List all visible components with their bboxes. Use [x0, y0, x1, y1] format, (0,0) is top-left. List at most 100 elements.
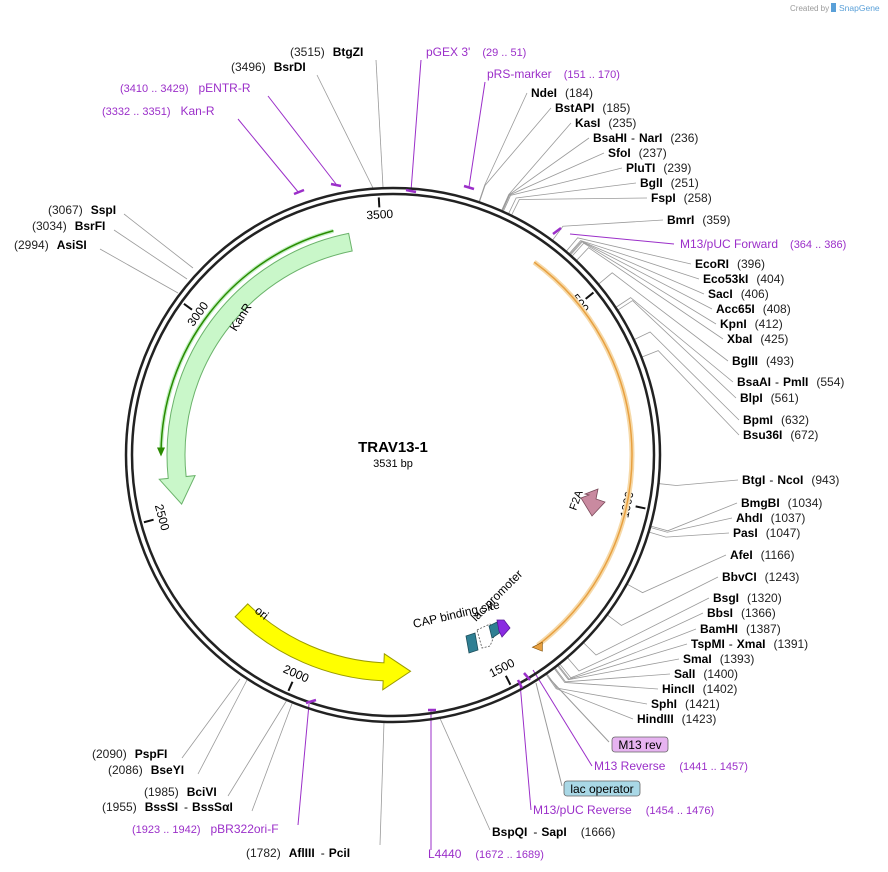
primer-range: (1454 .. 1476) — [646, 805, 715, 817]
enzyme-name: FspI — [651, 191, 676, 205]
lac-promoter-label: lac promoter — [468, 567, 525, 624]
enzyme-name: BsrFI — [75, 219, 106, 233]
enzyme-label: BlpI(561) — [740, 391, 799, 405]
tick-mark — [585, 291, 595, 300]
enzyme-position: (554) — [816, 375, 844, 389]
primer-name: M13 Reverse — [594, 759, 666, 773]
enzyme-label-left: (2090) PspFI — [92, 747, 167, 761]
enzyme-label: BbvCI(1243) — [722, 570, 799, 584]
tick-label: 1500 — [487, 656, 517, 681]
credit-brand: SnapGene — [839, 3, 880, 13]
enzyme-label: BglII(493) — [732, 354, 794, 368]
connector-line — [566, 237, 692, 265]
connector-line — [567, 612, 704, 672]
enzyme-position: (412) — [755, 317, 783, 331]
connector-line — [502, 152, 605, 211]
enzyme-name: BmrI — [667, 213, 694, 227]
enzyme-label-left: (2994)AsiSI — [14, 238, 87, 252]
enzyme-label-left: (1782)AflIII-PciI — [246, 846, 350, 860]
enzyme-position: (3515) — [290, 45, 325, 59]
enzyme-label: BamHI(1387) — [700, 622, 781, 636]
connector-line — [503, 167, 623, 212]
enzyme-position: (3034) — [32, 219, 67, 233]
enzyme-position: (2090) — [92, 747, 127, 761]
enzyme-label: HindIII(1423) — [637, 712, 716, 726]
primer-range: (29 .. 51) — [482, 47, 526, 59]
kanr-feature-arrow — [158, 232, 353, 505]
primer-label: M13 Reverse(1441 .. 1457) — [594, 759, 748, 773]
enzyme-position: (632) — [781, 413, 809, 427]
connector-line — [554, 668, 659, 690]
orf-arc — [533, 261, 633, 646]
enzyme-position: (3496) — [231, 60, 266, 74]
connector-line — [316, 74, 374, 189]
enzyme-position: (404) — [756, 272, 784, 286]
connector-line — [410, 59, 422, 192]
connector-line — [267, 95, 337, 185]
connector-line — [468, 81, 486, 188]
primer-range: (1923 .. 1942) — [132, 824, 201, 836]
primer-label: (3410 .. 3429) pENTR-R — [120, 81, 251, 95]
enzyme-label: KasI(235) — [575, 116, 636, 130]
enzyme-name: BsaAI — [737, 375, 771, 389]
enzyme-label: BtgI-NcoI(943) — [742, 473, 839, 487]
connector-line — [181, 678, 241, 759]
primer-site-mark — [293, 188, 305, 196]
credit-prefix: Created by — [790, 4, 829, 13]
enzyme-labels-right: NdeI(184)BstAPI(185)KasI(235)BsaHI-NarI(… — [492, 86, 844, 839]
enzyme-label: SfoI(237) — [608, 146, 667, 160]
primer-site-marks — [293, 182, 562, 712]
connector-line — [375, 59, 384, 188]
enzyme-name: BmgBI — [741, 496, 780, 510]
connector-line — [650, 517, 733, 533]
enzyme-label: Acc65I(408) — [716, 302, 791, 316]
tick-mark — [635, 505, 646, 510]
enzyme-name: BlpI — [740, 391, 763, 405]
enzyme-name: BstAPI — [555, 101, 594, 115]
enzyme-position: (236) — [670, 131, 698, 145]
enzyme-position: (237) — [639, 146, 667, 160]
orf-arrowhead-icon — [531, 641, 543, 652]
connector-line — [569, 233, 675, 245]
primer-label: M13/pUC Reverse(1454 .. 1476) — [533, 803, 714, 817]
primer-name: M13/pUC Forward — [680, 237, 778, 251]
enzyme-position: (1400) — [703, 667, 738, 681]
enzyme-name-2: NcoI — [777, 473, 803, 487]
connector-line — [197, 679, 248, 775]
connector-line — [618, 300, 737, 399]
primer-site-mark — [405, 188, 417, 194]
enzyme-position: (359) — [702, 213, 730, 227]
enzyme-name: Eco53kI — [703, 272, 748, 286]
enzyme-position: (1387) — [746, 622, 781, 636]
primer-range: (1672 .. 1689) — [475, 849, 544, 861]
connector-line — [535, 682, 563, 787]
connector-lines — [99, 59, 740, 846]
enzyme-label: BbsI(1366) — [707, 606, 776, 620]
tick-mark — [183, 303, 193, 311]
enzyme-name: AhdI — [736, 511, 763, 525]
enzyme-position: (239) — [663, 161, 691, 175]
enzyme-label: NdeI(184) — [531, 86, 593, 100]
primer-range: (3410 .. 3429) — [120, 83, 189, 95]
tick-mark — [143, 518, 154, 524]
enzyme-label: HincII(1402) — [662, 682, 737, 696]
enzyme-position: (1320) — [747, 591, 782, 605]
primer-name: pENTR-R — [199, 81, 251, 95]
connector-line — [297, 703, 310, 826]
enzyme-label: BsgI(1320) — [713, 591, 782, 605]
enzyme-position: (493) — [766, 354, 794, 368]
plasmid-length: 3531 bp — [373, 458, 413, 470]
enzyme-position: (1391) — [773, 637, 808, 651]
enzyme-position: (396) — [737, 257, 765, 271]
enzyme-position: (251) — [671, 176, 699, 190]
enzyme-label-left: (3034) BsrFI — [32, 219, 105, 233]
enzyme-position: (425) — [760, 332, 788, 346]
primer-label: M13/pUC Forward(364 .. 386) — [680, 237, 846, 251]
enzyme-label: SphI(1421) — [651, 697, 720, 711]
enzyme-label: SacI(406) — [708, 287, 769, 301]
enzyme-name: AsiSI — [57, 238, 87, 252]
enzyme-name: PspFI — [135, 747, 168, 761]
enzyme-label: KpnI(412) — [720, 317, 783, 331]
enzyme-name-2: PmlI — [783, 375, 808, 389]
connector-line — [634, 331, 740, 421]
